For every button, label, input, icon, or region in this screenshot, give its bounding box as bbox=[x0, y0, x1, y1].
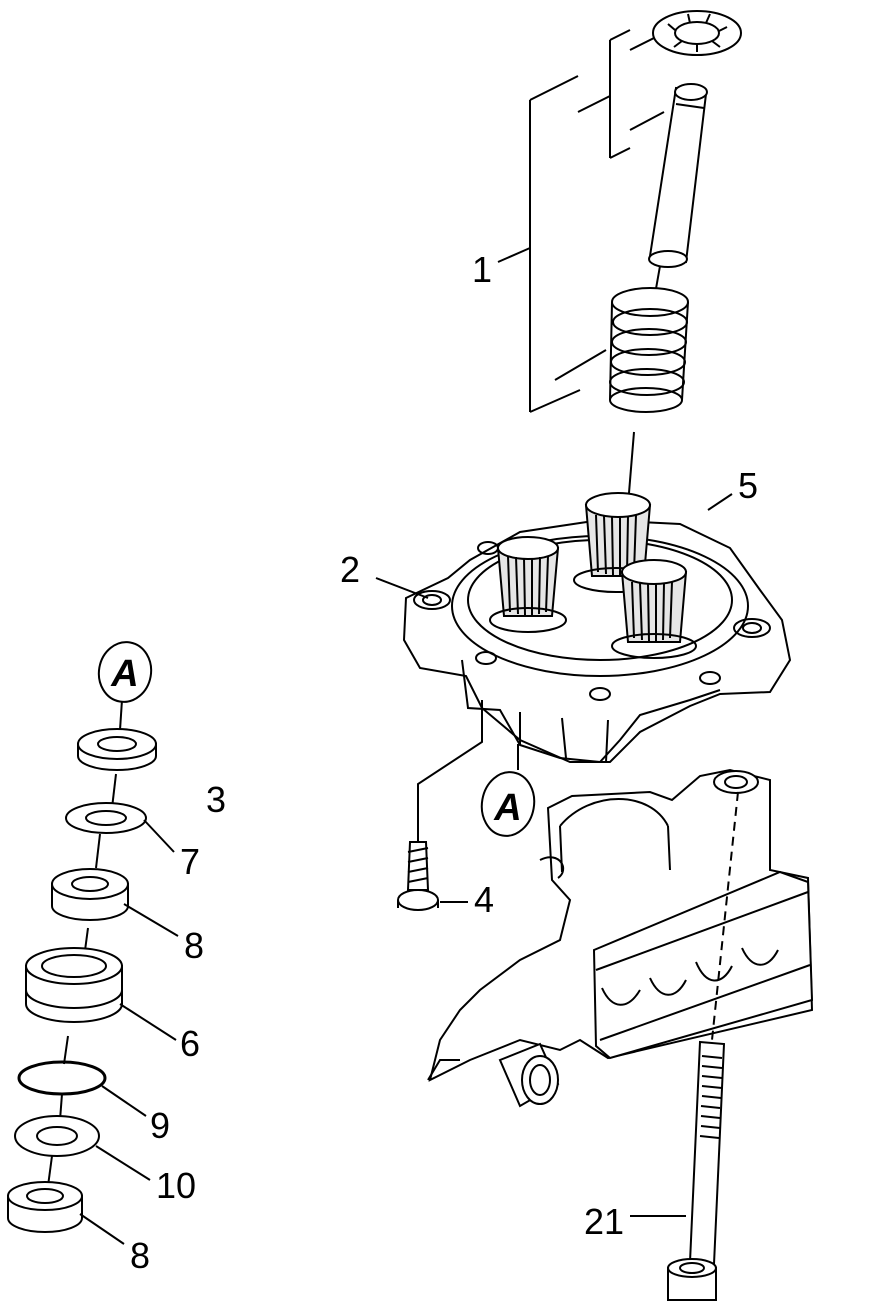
hex-bolt bbox=[630, 1040, 726, 1301]
valve-cartridges bbox=[489, 492, 697, 659]
callout-5: 5 bbox=[738, 465, 758, 506]
seal-ring bbox=[77, 728, 157, 771]
valve-cartridge bbox=[611, 559, 697, 659]
callout-2: 2 bbox=[340, 549, 360, 590]
valve-assembly-1 bbox=[497, 10, 742, 506]
seal-stack bbox=[7, 699, 179, 1245]
piston-rod bbox=[648, 83, 708, 268]
callout-4: 4 bbox=[474, 879, 494, 920]
valve-cartridge bbox=[573, 492, 659, 593]
valve-cartridge bbox=[489, 536, 567, 633]
pump-housing bbox=[427, 768, 814, 1108]
seal-ring bbox=[51, 868, 129, 921]
callout-8: 8 bbox=[184, 925, 204, 966]
callout-1: 1 bbox=[472, 249, 492, 290]
callout-10: 10 bbox=[156, 1165, 196, 1206]
seal-ring bbox=[7, 1181, 83, 1233]
callout-8-bottom: 8 bbox=[130, 1235, 150, 1276]
star-lock-washer bbox=[652, 10, 742, 56]
svg-text:A: A bbox=[110, 653, 138, 695]
callout-6: 6 bbox=[180, 1023, 200, 1064]
callout-7: 7 bbox=[180, 841, 200, 882]
reference-marker-a: A bbox=[480, 771, 536, 837]
reference-marker-a: A bbox=[97, 641, 153, 703]
o-ring bbox=[17, 1060, 107, 1096]
self-tapping-screw bbox=[397, 841, 468, 911]
callout-21: 21 bbox=[584, 1201, 624, 1242]
flat-washer bbox=[65, 802, 147, 834]
svg-text:A: A bbox=[493, 787, 521, 829]
seal-retainer bbox=[25, 947, 123, 1023]
flat-washer bbox=[14, 1115, 100, 1157]
callout-9: 9 bbox=[150, 1105, 170, 1146]
callout-3: 3 bbox=[206, 779, 226, 820]
coil-spring bbox=[609, 287, 689, 413]
